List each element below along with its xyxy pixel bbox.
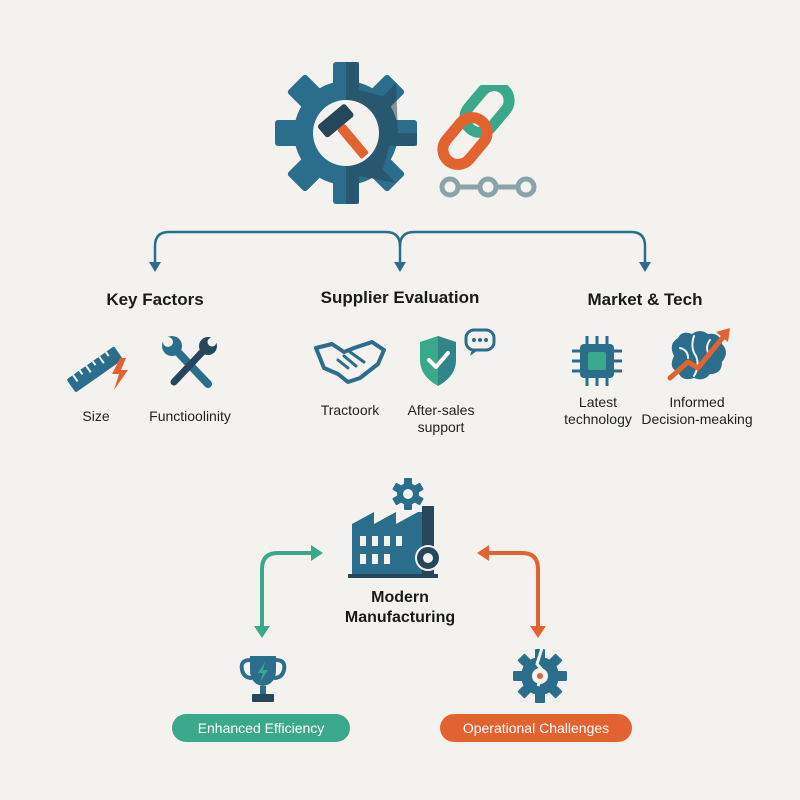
section-heading-supplier-evaluation: Supplier Evaluation: [320, 288, 480, 307]
center-title-line1: Modern: [371, 589, 429, 606]
outcome-operational-challenges: Operational Challenges: [440, 714, 632, 742]
center-title-line2: Manufacturing: [344, 609, 456, 626]
trophy-icon: [239, 656, 287, 702]
shield-chat-icon: [420, 328, 496, 386]
chain-link-icon: [437, 85, 537, 198]
section-heading-key-factors: Key Factors: [106, 290, 204, 309]
broken-gear-icon: [513, 648, 567, 703]
section-heading-market-tech: Market & Tech: [587, 290, 703, 309]
item-label-after-sales-line1: After-sales: [407, 402, 475, 418]
item-label-functionality: Functioolinity: [149, 408, 231, 424]
ruler-lightning-icon: [67, 347, 128, 392]
handshake-icon: [314, 340, 386, 384]
chip-icon: [572, 336, 622, 386]
factory-gear-icon: [348, 478, 441, 578]
item-label-latest-line1: Latest: [578, 394, 618, 410]
item-label-size: Size: [82, 408, 110, 424]
item-label-informed-line2: Decision-meaking: [641, 411, 753, 427]
wrench-screwdriver-icon: [162, 336, 217, 388]
item-label-informed-line1: Informed: [669, 394, 725, 410]
outcome-enhanced-efficiency: Enhanced Efficiency: [172, 714, 350, 742]
gear-hammer-icon: [275, 62, 417, 204]
item-label-after-sales-line2: support: [417, 419, 465, 435]
brain-growth-icon: [667, 328, 730, 381]
center-title: Modern Manufacturing: [320, 588, 480, 628]
item-label-after-sales: After-sales support: [396, 402, 486, 436]
item-label-informed-decision: Informed Decision-meaking: [634, 394, 760, 428]
item-label-tractoork: Tractoork: [320, 402, 380, 418]
item-label-latest-technology: Latest technology: [556, 394, 640, 428]
item-label-latest-line2: technology: [564, 411, 632, 427]
